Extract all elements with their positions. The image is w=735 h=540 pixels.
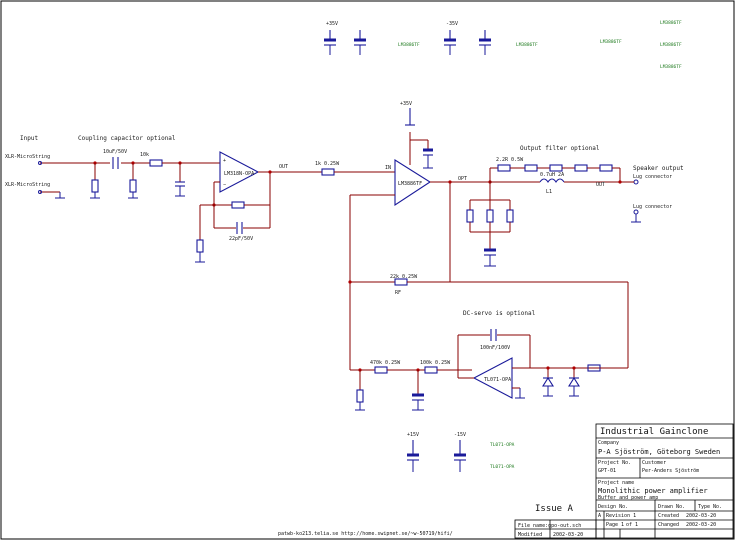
input-resistor-value: 10k <box>140 152 149 158</box>
title-created: 2002-03-20 <box>686 513 716 519</box>
supply-decoupling-top <box>324 30 491 55</box>
servo-opamp-symbol <box>472 357 513 399</box>
right-chip-3: LM3886TF <box>660 64 682 70</box>
input-connector-top: XLR-MicroString <box>5 154 50 160</box>
output-inductor-value: 0.7uH 2A <box>540 172 564 178</box>
servo-input-resistor: 470k 0.25W <box>370 360 401 366</box>
servo-opamp-label: TL071-OPA <box>484 377 511 383</box>
title-of: of 1 <box>626 522 638 528</box>
title-project-no-label: Project No. <box>598 460 631 466</box>
title-type-label: Type No. <box>698 504 722 510</box>
coupling-cap-value: 10uF/50V <box>103 149 127 155</box>
right-chip-2: LM3886TF <box>660 42 682 48</box>
top-decoupling-chip-2: LM3886TF <box>516 42 538 48</box>
title-subtitle: Buffer and power amp <box>598 495 658 501</box>
buffer-opamp-label: LM318N-OPA <box>224 171 254 177</box>
title-modified-label: Modified <box>518 532 542 538</box>
servo-cap-value: 100nF/100V <box>480 345 510 351</box>
title-project-name: Monolithic power amplifier <box>598 487 708 495</box>
output-inductor-ref: L1 <box>546 189 552 195</box>
title-page: Page 1 <box>606 522 624 528</box>
title-company-label: Company <box>598 440 619 446</box>
chip-amp-out-label: OPT <box>458 176 467 182</box>
top-supply-plus: +35V <box>326 21 338 27</box>
top-supply-minus: -35V <box>446 21 458 27</box>
title-drawn-label: Drawn No. <box>658 504 685 510</box>
title-customer-label: Customer <box>642 460 666 466</box>
servo-chip-1: TL071-OPA <box>490 442 515 448</box>
title-block <box>514 423 734 539</box>
footer-url: patwb-ko213.telia.se http://home.swipnet… <box>278 531 453 537</box>
chip-amp-symbol <box>394 159 432 207</box>
coupling-capacitor-label: Coupling capacitor optional <box>78 135 176 142</box>
svg-text:+: + <box>223 158 226 164</box>
title-modified: 2002-03-20 <box>553 532 583 538</box>
title-revision: Revision 1 <box>606 513 636 519</box>
title-company: Industrial Gainclone <box>600 427 708 437</box>
input-connector-bottom: XLR-MicroString <box>5 182 50 188</box>
servo-supply-plus: +15V <box>407 432 419 438</box>
supply-decoupling-bottom <box>407 440 466 472</box>
feedback-cap-value: 22pF/50V <box>229 236 253 242</box>
svg-text:−: − <box>223 182 226 188</box>
input-label: Input <box>20 135 38 142</box>
servo-chip-2: TL071-OPA <box>490 464 515 470</box>
title-changed: 2002-03-20 <box>686 522 716 528</box>
input-series-resistor: 1k 0.25W <box>315 161 340 167</box>
speaker-output-label: Speaker output <box>633 165 684 172</box>
title-created-label: Created <box>658 513 679 519</box>
right-chip-1: LM3886TF <box>660 20 682 26</box>
feedback-resistor-ref: RF <box>395 290 401 296</box>
title-project-no: GPT-01 <box>598 468 616 474</box>
title-a-label: A <box>598 513 601 519</box>
title-file-name: File name:gpo-out.sch <box>518 523 581 529</box>
chip-supply-plus: +35V <box>400 101 412 107</box>
buffer-out-label: OUT <box>279 164 288 170</box>
chip-amp-label: LM3886TF <box>398 181 422 187</box>
filter-out-label: OUT <box>596 182 605 188</box>
dc-servo-label: DC-servo is optional <box>463 310 536 317</box>
title-customer: Per-Anders Sjöström <box>642 468 699 474</box>
speaker-connector-bottom: Lug connector <box>633 204 672 210</box>
top-decoupling-chip: LM3886TF <box>398 42 420 48</box>
chip-amp-in-pin: IN <box>385 165 391 171</box>
servo-series-resistor: 100k 0.25W <box>420 360 451 366</box>
buffer-opamp-symbol <box>219 151 260 193</box>
title-company-value: P-A Sjöström, Göteborg Sweden <box>598 448 720 456</box>
issue-label: Issue A <box>535 504 574 514</box>
title-project-name-label: Project name <box>598 480 634 486</box>
output-filter-label: Output filter optional <box>520 145 600 152</box>
feedback-resistor-value: 22k 0.25W <box>390 274 418 280</box>
title-changed-label: Changed <box>658 522 679 528</box>
servo-supply-minus: -15V <box>454 432 466 438</box>
snubber-resistor-value: 2.2R 0.5W <box>496 157 524 163</box>
speaker-connector-top: Lug connector <box>633 174 672 180</box>
top-decoupling-chip-3: LM3886TF <box>600 39 622 45</box>
title-design-label: Design No. <box>598 504 628 510</box>
